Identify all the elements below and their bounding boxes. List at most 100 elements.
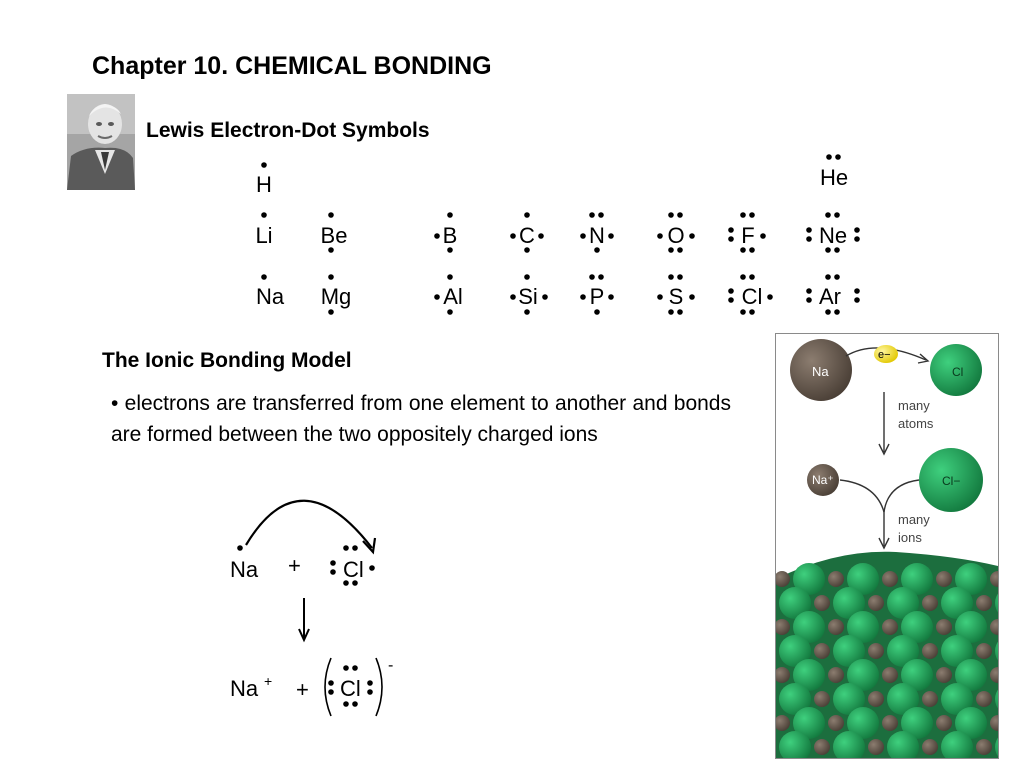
- lattice-sodium-ion: [976, 739, 992, 755]
- electron-label: e−: [878, 349, 891, 361]
- lattice-chloride-ion: [793, 659, 825, 691]
- lattice-sodium-ion: [814, 739, 830, 755]
- product-na-charge: +: [264, 673, 272, 689]
- sodium-ion: [807, 464, 839, 496]
- ionic-equation-diagram: Na + Cl Na + + Cl -: [230, 499, 393, 717]
- lattice-chloride-ion: [901, 563, 933, 595]
- lattice-sodium-ion: [922, 691, 938, 707]
- lattice-sodium-ion: [990, 667, 998, 683]
- equation-plus-2: +: [296, 677, 309, 702]
- product-cl-charge: -: [388, 657, 393, 674]
- lattice-chloride-ion: [793, 707, 825, 739]
- lattice-sodium-ion: [868, 595, 884, 611]
- lattice-chloride-ion: [955, 659, 987, 691]
- lattice-sodium-ion: [814, 643, 830, 659]
- symbol-n: N: [589, 223, 605, 248]
- bracket-left: [324, 657, 332, 717]
- lattice-chloride-ion: [847, 707, 879, 739]
- bullet-marker: •: [111, 392, 119, 415]
- step2-line2: ions: [898, 530, 922, 545]
- bullet-text: electrons are transferred from one eleme…: [111, 392, 731, 446]
- lattice-chloride-ion: [995, 737, 998, 757]
- ionic-lattice-figure: Na e− Cl many atoms Na⁺ Cl− many ions: [775, 333, 999, 759]
- lattice-sodium-ion: [990, 619, 998, 635]
- lattice-sodium-ion: [882, 619, 898, 635]
- lattice-sodium-ion: [868, 643, 884, 659]
- symbol-na: Na: [256, 284, 285, 309]
- lattice-chloride-ion: [955, 611, 987, 643]
- lattice-chloride-ion: [779, 731, 811, 758]
- lattice-sodium-ion: [922, 739, 938, 755]
- lattice-sodium-ion: [882, 667, 898, 683]
- symbol-o: O: [667, 223, 684, 248]
- lattice-chloride-ion: [995, 641, 998, 661]
- lattice-chloride-ion: [887, 635, 919, 667]
- lattice-sodium-ion: [776, 571, 790, 587]
- slide-title: Chapter 10. CHEMICAL BONDING: [92, 52, 492, 80]
- lattice-chloride-ion: [887, 731, 919, 758]
- symbol-s: S: [669, 284, 684, 309]
- symbol-p: P: [590, 284, 605, 309]
- equation-plus-1: +: [288, 553, 301, 578]
- lattice-sodium-ion: [976, 595, 992, 611]
- symbol-he: He: [820, 165, 848, 190]
- lattice-chloride-ion: [833, 683, 865, 715]
- section-heading-ionic: The Ionic Bonding Model: [102, 349, 352, 372]
- lattice-sodium-ion: [882, 715, 898, 731]
- lattice-sodium-ion: [990, 715, 998, 731]
- lattice-sodium-ion: [936, 571, 952, 587]
- lattice-sodium-ion: [936, 715, 952, 731]
- sodium-atom-label: Na: [812, 364, 829, 379]
- lattice-chloride-ion: [941, 635, 973, 667]
- product-cl: Cl: [340, 676, 361, 701]
- lattice-sodium-ion: [936, 667, 952, 683]
- lattice-sodium-ion: [922, 643, 938, 659]
- section-subtitle-lewis: Lewis Electron-Dot Symbols: [146, 119, 430, 142]
- sodium-ion-label: Na⁺: [812, 473, 834, 487]
- lattice-sodium-ion: [976, 643, 992, 659]
- step1-line2: atoms: [898, 416, 934, 431]
- step2-line1: many: [898, 512, 930, 527]
- lattice-chloride-ion: [955, 707, 987, 739]
- lattice-chloride-ion: [995, 593, 998, 613]
- lattice-chloride-ion: [901, 611, 933, 643]
- symbol-si: Si: [518, 284, 538, 309]
- lattice-chloride-ion: [833, 587, 865, 619]
- transfer-arrowhead: [362, 537, 377, 555]
- lattice-chloride-ion: [779, 587, 811, 619]
- lattice-chloride-ion: [901, 707, 933, 739]
- lattice-chloride-ion: [955, 563, 987, 595]
- lattice-sodium-ion: [776, 715, 790, 731]
- lattice-sodium-ion: [828, 667, 844, 683]
- lattice-sodium-ion: [814, 691, 830, 707]
- symbol-ar: Ar: [819, 284, 841, 309]
- lattice-sodium-ion: [814, 595, 830, 611]
- lattice-chloride-ion: [793, 563, 825, 595]
- chloride-ion-label: Cl−: [942, 474, 960, 488]
- lattice-chloride-ion: [995, 689, 998, 709]
- symbol-h: H: [256, 172, 272, 197]
- lattice-sodium-ion: [976, 691, 992, 707]
- lattice-chloride-ion: [847, 563, 879, 595]
- bracket-right: [375, 657, 383, 717]
- lattice-sodium-ion: [868, 691, 884, 707]
- equation-cl: Cl: [343, 557, 364, 582]
- lattice-sodium-ion: [828, 571, 844, 587]
- lattice-sodium-ion: [922, 595, 938, 611]
- lattice-sodium-ion: [990, 571, 998, 587]
- equation-na: Na: [230, 557, 259, 582]
- lattice-chloride-ion: [833, 731, 865, 758]
- portrait-photo: [67, 94, 135, 190]
- electron: [874, 345, 898, 363]
- symbol-f: F: [741, 223, 754, 248]
- lattice-chloride-ion: [779, 635, 811, 667]
- lattice-sodium-ion: [828, 715, 844, 731]
- lattice-chloride-ion: [941, 731, 973, 758]
- lattice-chloride-ion: [887, 683, 919, 715]
- lattice-sodium-ion: [776, 619, 790, 635]
- chlorine-atom: [930, 344, 982, 396]
- lattice-sodium-ion: [882, 571, 898, 587]
- lattice-sodium-ion: [868, 739, 884, 755]
- lattice-sodium-ion: [776, 667, 790, 683]
